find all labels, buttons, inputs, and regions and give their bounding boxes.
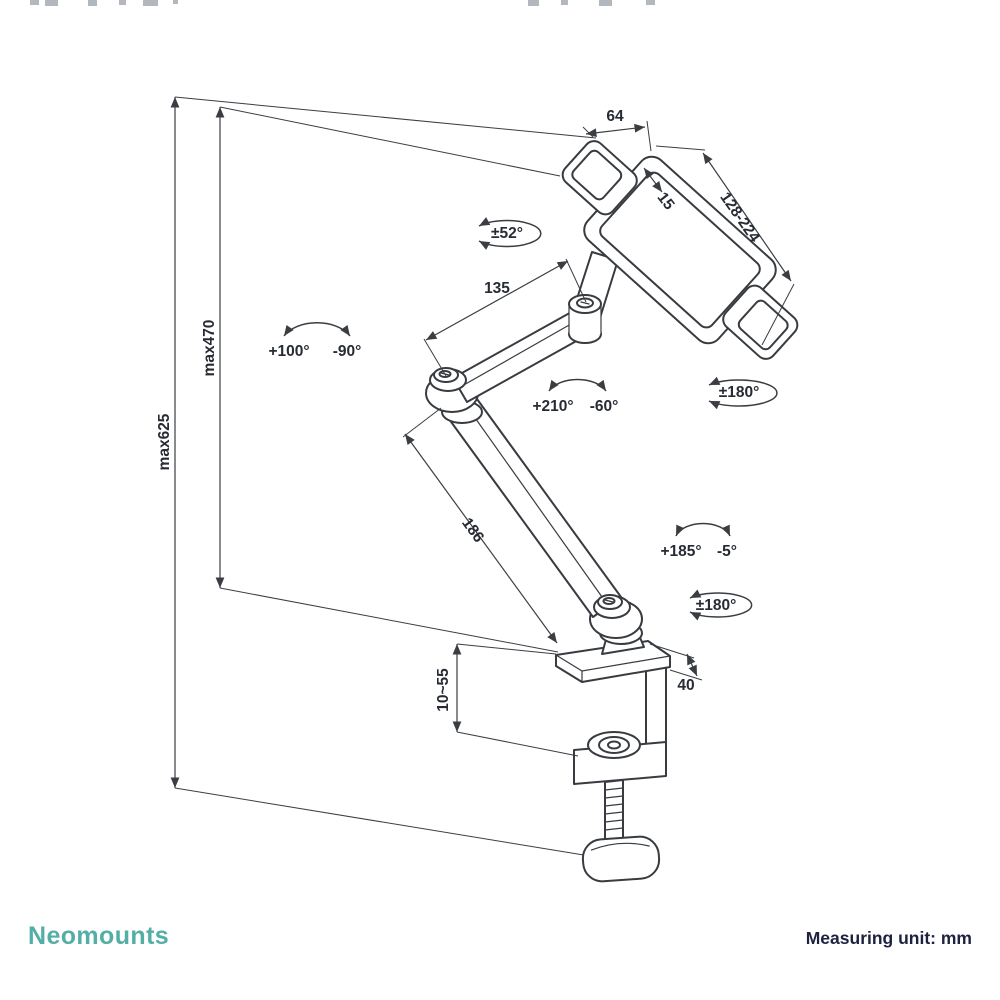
clamp-top-plate xyxy=(555,640,671,683)
angle-base-plus-label: +185° xyxy=(660,543,701,560)
angle-mid-minus-label: -60° xyxy=(590,398,619,415)
screw-knob xyxy=(581,835,661,883)
angle-mid-plus-label: +210° xyxy=(532,398,573,415)
angle-elbow-plus-label: +100° xyxy=(268,343,309,360)
measuring-unit-label: Measuring unit: mm xyxy=(805,928,972,948)
dim-64-label: 64 xyxy=(606,108,624,125)
angle-tilt-label: ±52° xyxy=(491,225,523,242)
tablet-holder xyxy=(561,140,799,360)
angle-holder-rotation-label: ±180° xyxy=(719,384,760,401)
top-edge-artifacts xyxy=(30,0,655,6)
upper-joint xyxy=(568,294,602,344)
dim-10-55-label: 10~55 xyxy=(435,668,452,712)
elbow-joint-cap xyxy=(429,367,467,392)
angle-base-rotation-label: ±180° xyxy=(696,597,737,614)
dim-135-label: 135 xyxy=(484,280,510,297)
dim-max470-label: max470 xyxy=(201,320,218,377)
dim-40-label: 40 xyxy=(677,677,694,694)
rotation-annotations: ±52° +100° -90° +210° -60° ±180° +185° -… xyxy=(268,217,778,621)
desk-clamp xyxy=(555,640,671,883)
clamp-screw xyxy=(604,779,624,843)
overall-height-dimensions: max625 max470 xyxy=(156,96,603,859)
angle-elbow-minus-label: -90° xyxy=(333,343,362,360)
brand-logo: Neomounts xyxy=(28,922,170,950)
base-joint-cap xyxy=(593,594,631,619)
angle-base-minus-label: -5° xyxy=(717,543,737,560)
dim-max625-label: max625 xyxy=(156,413,173,470)
